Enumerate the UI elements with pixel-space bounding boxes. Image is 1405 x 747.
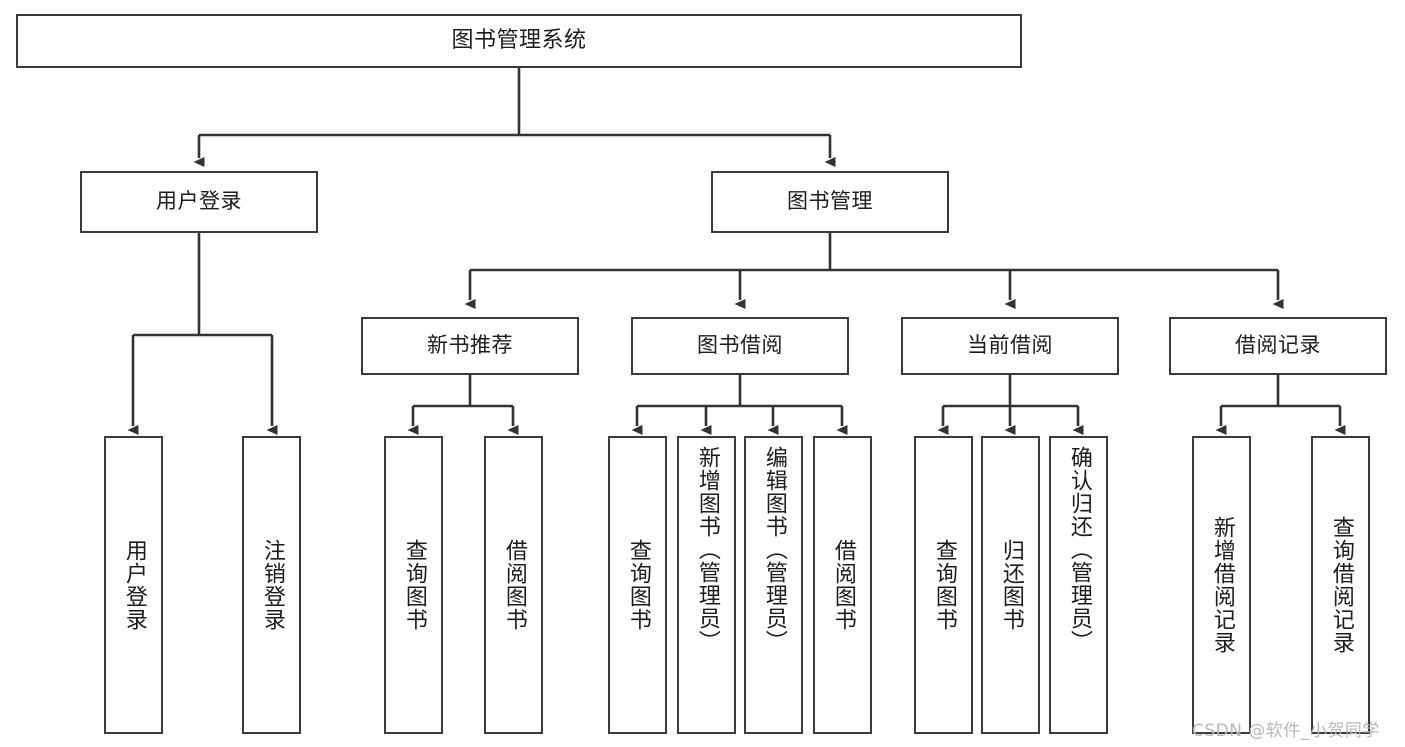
node-label: 查询借阅记录 — [1328, 516, 1354, 654]
leaf-borrow-book[interactable]: 借阅图书 — [813, 436, 872, 734]
node-label: 当前借阅 — [967, 333, 1053, 358]
node-root-system[interactable]: 图书管理系统 — [16, 14, 1022, 68]
leaf-borrow-book-newbook[interactable]: 借阅图书 — [484, 436, 543, 734]
node-current-borrow[interactable]: 当前借阅 — [901, 317, 1119, 375]
node-label: 查询图书 — [401, 539, 427, 631]
csdn-watermark: CSDN @软件_小贺同学 — [1192, 721, 1380, 741]
node-label: 用户登录 — [121, 539, 147, 631]
node-label: 确认归还（管理员） — [1066, 446, 1092, 653]
node-label: 用户登录 — [156, 189, 242, 214]
leaf-logout[interactable]: 注销登录 — [242, 436, 301, 734]
node-book-management[interactable]: 图书管理 — [711, 171, 949, 233]
leaf-query-book-current[interactable]: 查询图书 — [914, 436, 973, 734]
node-label: 新增借阅记录 — [1209, 516, 1235, 654]
leaf-query-book-newbook[interactable]: 查询图书 — [384, 436, 443, 734]
node-label: 编辑图书（管理员） — [761, 446, 787, 653]
node-label: 图书管理系统 — [451, 27, 587, 53]
node-label: 新增图书（管理员） — [694, 446, 720, 653]
node-user-login[interactable]: 用户登录 — [80, 171, 318, 233]
node-new-book-recommend[interactable]: 新书推荐 — [361, 317, 579, 375]
leaf-query-book-borrow[interactable]: 查询图书 — [608, 436, 667, 734]
node-label: 查询图书 — [625, 539, 651, 631]
node-label: 图书管理 — [787, 189, 873, 214]
node-label: 新书推荐 — [427, 333, 513, 358]
node-label: 借阅图书 — [501, 539, 527, 631]
node-label: 查询图书 — [931, 539, 957, 631]
node-label: 图书借阅 — [697, 333, 783, 358]
node-label: 归还图书 — [998, 539, 1024, 631]
node-label: 借阅图书 — [830, 539, 856, 631]
leaf-edit-book-admin[interactable]: 编辑图书（管理员） — [744, 436, 803, 734]
leaf-query-borrow-record[interactable]: 查询借阅记录 — [1311, 436, 1370, 734]
node-label: 注销登录 — [259, 539, 285, 631]
leaf-add-book-admin[interactable]: 新增图书（管理员） — [677, 436, 736, 734]
node-borrow-record[interactable]: 借阅记录 — [1169, 317, 1387, 375]
node-book-borrow[interactable]: 图书借阅 — [631, 317, 849, 375]
node-label: 借阅记录 — [1235, 333, 1321, 358]
leaf-return-book[interactable]: 归还图书 — [981, 436, 1040, 734]
leaf-confirm-return-admin[interactable]: 确认归还（管理员） — [1049, 436, 1108, 734]
leaf-user-login[interactable]: 用户登录 — [104, 436, 163, 734]
leaf-add-borrow-record[interactable]: 新增借阅记录 — [1192, 436, 1251, 734]
